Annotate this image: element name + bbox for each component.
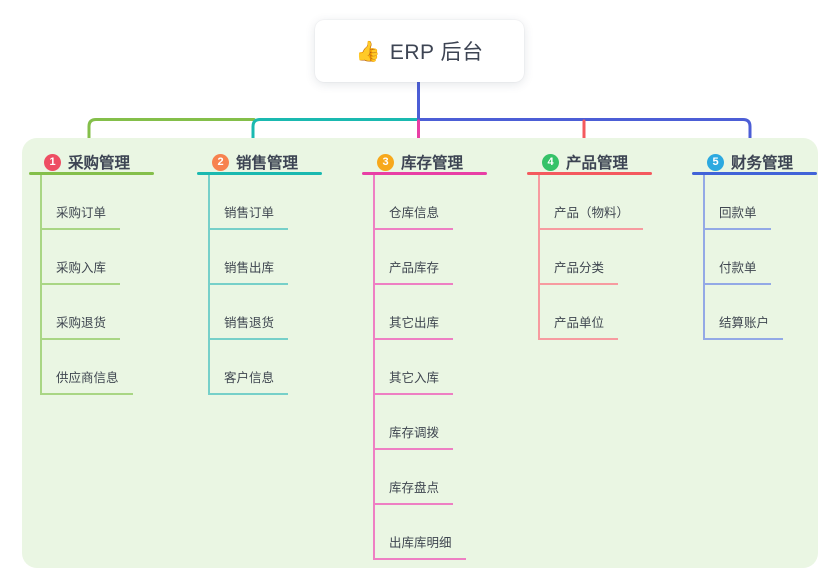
- child-node-label: 产品库存: [389, 261, 440, 275]
- child-node-label: 付款单: [719, 261, 757, 275]
- branch-children-connector: [40, 175, 42, 395]
- branch-title: 销售管理: [236, 155, 299, 172]
- child-node-label: 其它入库: [389, 371, 440, 385]
- child-node-label: 库存调拨: [389, 426, 440, 440]
- child-node-label: 其它出库: [389, 316, 440, 330]
- branch-title: 库存管理: [401, 155, 464, 172]
- child-node[interactable]: 产品分类: [538, 248, 619, 285]
- child-node[interactable]: 产品单位: [538, 303, 619, 340]
- branch-node-5[interactable]: 5 财务管理: [707, 152, 793, 172]
- child-node[interactable]: 仓库信息: [373, 193, 454, 230]
- child-node[interactable]: 销售出库: [208, 248, 289, 285]
- child-node[interactable]: 结算账户: [703, 303, 784, 340]
- child-node-label: 采购入库: [56, 261, 107, 275]
- branch-number-badge: 2: [212, 153, 229, 171]
- child-node-label: 供应商信息: [56, 371, 119, 385]
- child-node-label: 产品（物料）: [554, 206, 630, 220]
- child-node[interactable]: 其它入库: [373, 358, 454, 395]
- branch-number-badge: 5: [707, 153, 724, 171]
- branch-children-connector: [208, 175, 210, 395]
- branch-node-4[interactable]: 4 产品管理: [542, 152, 628, 172]
- branch-title: 财务管理: [731, 155, 794, 172]
- child-node[interactable]: 销售退货: [208, 303, 289, 340]
- child-node-label: 销售退货: [224, 316, 275, 330]
- branch-underline: [692, 172, 817, 175]
- child-node[interactable]: 销售订单: [208, 193, 289, 230]
- child-node-label: 出库库明细: [389, 536, 452, 550]
- branch-title: 产品管理: [566, 155, 629, 172]
- root-node[interactable]: 👍 ERP 后台: [315, 20, 524, 82]
- branch-number-badge: 3: [377, 153, 394, 171]
- child-node[interactable]: 采购入库: [40, 248, 121, 285]
- child-node-label: 销售出库: [224, 261, 275, 275]
- child-node-label: 回款单: [719, 206, 757, 220]
- child-node-label: 产品单位: [554, 316, 605, 330]
- branch-number-badge: 4: [542, 153, 559, 171]
- child-node-label: 库存盘点: [389, 481, 440, 495]
- branch-children-connector: [373, 175, 375, 560]
- child-node[interactable]: 产品库存: [373, 248, 454, 285]
- branch-underline: [197, 172, 322, 175]
- branch-node-3[interactable]: 3 库存管理: [377, 152, 463, 172]
- root-node-label: ERP 后台: [389, 41, 484, 64]
- child-node[interactable]: 采购订单: [40, 193, 121, 230]
- thumbs-up-icon: 👍: [355, 40, 381, 63]
- child-node[interactable]: 供应商信息: [40, 358, 133, 395]
- branch-underline: [29, 172, 154, 175]
- child-node-label: 仓库信息: [389, 206, 440, 220]
- child-node[interactable]: 客户信息: [208, 358, 289, 395]
- branch-node-1[interactable]: 1 采购管理: [44, 152, 130, 172]
- branch-children-connector: [538, 175, 540, 340]
- child-node-label: 采购退货: [56, 316, 107, 330]
- child-node-label: 销售订单: [224, 206, 275, 220]
- branch-node-2[interactable]: 2 销售管理: [212, 152, 298, 172]
- child-node-label: 采购订单: [56, 206, 107, 220]
- child-node[interactable]: 出库库明细: [373, 523, 466, 560]
- child-node[interactable]: 产品（物料）: [538, 193, 644, 230]
- child-node[interactable]: 库存调拨: [373, 413, 454, 450]
- branch-underline: [362, 172, 487, 175]
- child-node[interactable]: 库存盘点: [373, 468, 454, 505]
- child-node[interactable]: 回款单: [703, 193, 771, 230]
- child-node-label: 产品分类: [554, 261, 605, 275]
- branch-title: 采购管理: [68, 155, 131, 172]
- child-node[interactable]: 采购退货: [40, 303, 121, 340]
- branches-panel: [22, 138, 818, 568]
- branch-underline: [527, 172, 652, 175]
- child-node[interactable]: 付款单: [703, 248, 771, 285]
- branch-number-badge: 1: [44, 153, 61, 171]
- child-node-label: 客户信息: [224, 371, 275, 385]
- child-node[interactable]: 其它出库: [373, 303, 454, 340]
- child-node-label: 结算账户: [719, 316, 770, 330]
- branch-children-connector: [703, 175, 705, 340]
